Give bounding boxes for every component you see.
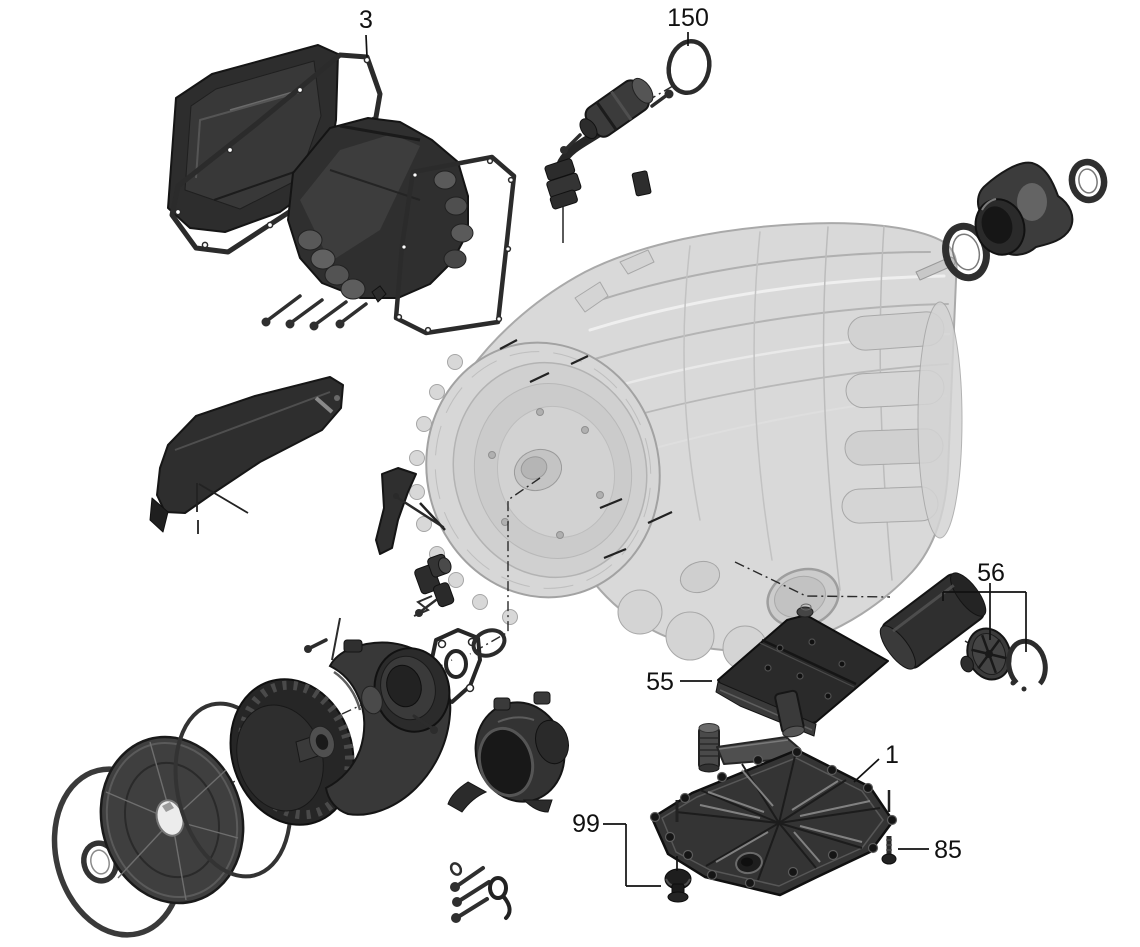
svg-text:85: 85 bbox=[934, 836, 962, 864]
svg-text:56: 56 bbox=[977, 559, 1005, 587]
bolt-axis-ticks bbox=[499, 339, 673, 560]
drain-plug[interactable] bbox=[664, 868, 692, 903]
pan-bolt[interactable] bbox=[881, 836, 897, 865]
side-cover-plate[interactable] bbox=[149, 376, 344, 533]
wiring-harness[interactable] bbox=[544, 127, 652, 243]
bearing-hub[interactable] bbox=[359, 640, 459, 740]
separator-plate-gasket[interactable] bbox=[393, 154, 517, 336]
valve-body[interactable] bbox=[287, 117, 474, 300]
callout-99[interactable]: 99 bbox=[572, 810, 600, 838]
solenoid-valve[interactable] bbox=[560, 72, 674, 154]
oil-pump-housing[interactable] bbox=[447, 691, 575, 813]
small-gasket[interactable] bbox=[488, 876, 512, 920]
callout-leader-lines bbox=[365, 32, 1027, 887]
valve-body-bolts[interactable] bbox=[261, 285, 387, 331]
svg-text:1: 1 bbox=[885, 741, 899, 769]
svg-text:150: 150 bbox=[667, 4, 709, 32]
callout-56[interactable]: 56 bbox=[977, 559, 1005, 587]
large-circlip-ring[interactable] bbox=[38, 755, 199, 947]
bell-housing bbox=[409, 341, 661, 625]
filter-snap-ring[interactable] bbox=[1004, 638, 1049, 692]
callout-150[interactable]: 150 bbox=[667, 4, 709, 32]
mount-screws[interactable] bbox=[449, 862, 491, 923]
speed-sensor[interactable] bbox=[412, 552, 464, 617]
callouts: 3 150 56 55 1 99 85 bbox=[359, 4, 1005, 864]
oil-strainer[interactable] bbox=[715, 603, 889, 739]
svg-text:99: 99 bbox=[572, 810, 600, 838]
clutch-drum[interactable] bbox=[212, 663, 372, 841]
callout-3[interactable]: 3 bbox=[359, 6, 373, 34]
sensor-bracket[interactable] bbox=[375, 467, 445, 555]
oil-filter-cover[interactable] bbox=[952, 622, 1018, 688]
o-ring-150[interactable] bbox=[664, 37, 714, 96]
callout-1[interactable]: 1 bbox=[885, 741, 899, 769]
oil-pan[interactable] bbox=[649, 746, 898, 897]
svg-text:3: 3 bbox=[359, 6, 373, 34]
flange-small-seal-ring[interactable] bbox=[1068, 158, 1108, 204]
svg-text:55: 55 bbox=[646, 668, 674, 696]
callout-55[interactable]: 55 bbox=[646, 668, 674, 696]
callout-85[interactable]: 85 bbox=[934, 836, 962, 864]
output-flange[interactable] bbox=[969, 161, 1074, 261]
pump-o-ring[interactable] bbox=[470, 626, 509, 661]
